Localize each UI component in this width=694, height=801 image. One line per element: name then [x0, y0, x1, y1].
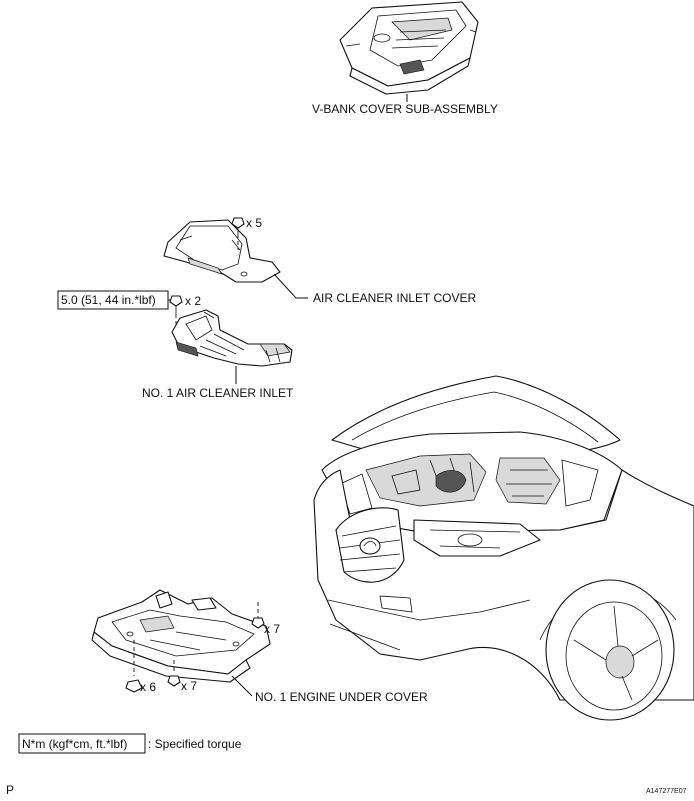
torque-legend-key: N*m (kgf*cm, ft.*lbf) — [22, 737, 127, 751]
under-cover-bottom-bolt-icon — [167, 675, 181, 687]
under-cover-right-bolt-icon — [251, 617, 265, 629]
torque-spec-value: 5.0 (51, 44 in.*lbf) — [61, 293, 156, 307]
vehicle-front-drawing — [313, 375, 694, 721]
under-cover-right-bolt-count: x 7 — [264, 622, 280, 636]
air-cleaner-inlet-drawing — [171, 309, 293, 367]
air-cleaner-inlet-label: NO. 1 AIR CLEANER INLET — [142, 386, 294, 400]
inlet-cover-bolt-icon — [231, 217, 245, 234]
page-marker: P — [6, 783, 14, 797]
torque-legend-description: : Specified torque — [148, 737, 242, 751]
engine-under-cover-label: NO. 1 ENGINE UNDER COVER — [255, 690, 428, 704]
inlet-bolt-count: x 2 — [185, 294, 201, 308]
under-cover-left-bolt-count: x 6 — [140, 680, 156, 694]
vbank-cover-drawing — [339, 1, 479, 95]
under-cover-left-bolt-icon — [125, 679, 143, 693]
figure-code: A147277E07 — [646, 788, 687, 795]
vbank-cover-label: V-BANK COVER SUB-ASSEMBLY — [312, 102, 498, 116]
inlet-cover-bolt-count: x 5 — [246, 216, 262, 230]
engine-under-cover-drawing — [91, 589, 271, 683]
inlet-bolt-icon — [169, 295, 183, 314]
torque-legend-box — [18, 733, 146, 754]
air-cleaner-inlet-cover-label: AIR CLEANER INLET COVER — [313, 291, 476, 305]
under-cover-bottom-bolt-count: x 7 — [181, 679, 197, 693]
air-cleaner-inlet-cover-drawing — [163, 219, 281, 283]
